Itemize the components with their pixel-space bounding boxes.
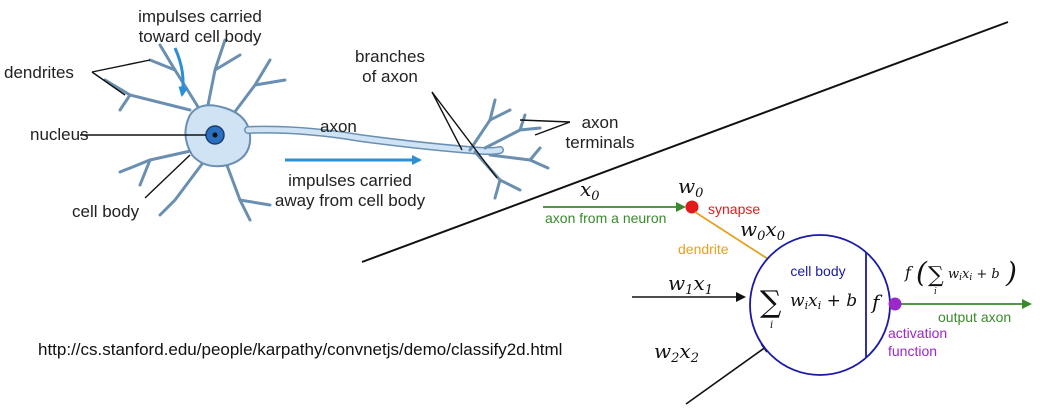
sum-body: wixi + b [790, 291, 857, 312]
biological-neuron-illustration: impulses carried toward cell body dendri… [4, 7, 635, 222]
axon-terminal-branches [468, 98, 550, 200]
cell-body-label: cell body [72, 202, 140, 221]
dendrite-label: dendrite [678, 241, 729, 257]
axon-from-neuron-label: axon from a neuron [545, 210, 666, 226]
cell-body-model-label: cell body [790, 263, 845, 279]
impulses-toward-label-2: toward cell body [139, 27, 262, 46]
mathematical-model: x0 axon from a neuron w0 synapse w0x0 de… [543, 174, 1032, 405]
impulses-away-label-2: away from cell body [275, 191, 426, 210]
axon-terminals-label-1: axon [582, 113, 619, 132]
svg-text:i: i [934, 287, 937, 297]
output-axon-label: output axon [938, 309, 1011, 325]
svg-text:f: f [904, 263, 914, 282]
x0-label: x0 [580, 177, 600, 204]
synapse-dot [685, 200, 699, 214]
w0x0-label: w0x0 [740, 217, 785, 244]
activation-label-1: activation [888, 325, 947, 341]
activation-label-2: function [888, 343, 937, 359]
dendrites-label: dendrites [4, 63, 74, 82]
sum-symbol: ∑ [760, 285, 782, 320]
w2x2-input-line [685, 342, 772, 405]
sum-index: i [770, 320, 773, 331]
w1x1-label: w1x1 [668, 271, 713, 298]
branches-label-1: branches [355, 47, 425, 66]
impulse-toward-arrow [173, 47, 189, 97]
axon-terminals-label-2: terminals [566, 133, 635, 152]
synapse-label: synapse [708, 201, 760, 217]
w2x2-label: w2x2 [654, 339, 699, 366]
svg-text:): ) [1005, 256, 1017, 289]
branches-label-2: of axon [362, 67, 418, 86]
impulses-toward-label-1: impulses carried [138, 7, 262, 26]
impulses-away-label-1: impulses carried [288, 171, 412, 190]
output-expression: f ( ∑ i wixi + b ) [904, 256, 1017, 297]
svg-text:wixi + b: wixi + b [948, 267, 1000, 283]
diagonal-divider [361, 21, 1009, 263]
activation-dot [888, 297, 902, 311]
neuron-leader-lines [80, 59, 571, 199]
w0-label: w0 [678, 174, 703, 201]
svg-text:∑: ∑ [928, 263, 944, 288]
nucleus-label: nucleus [30, 125, 89, 144]
svg-text:(: ( [916, 256, 928, 289]
source-url[interactable]: http://cs.stanford.edu/people/karpathy/c… [38, 340, 563, 359]
axon-label: axon [320, 117, 357, 136]
